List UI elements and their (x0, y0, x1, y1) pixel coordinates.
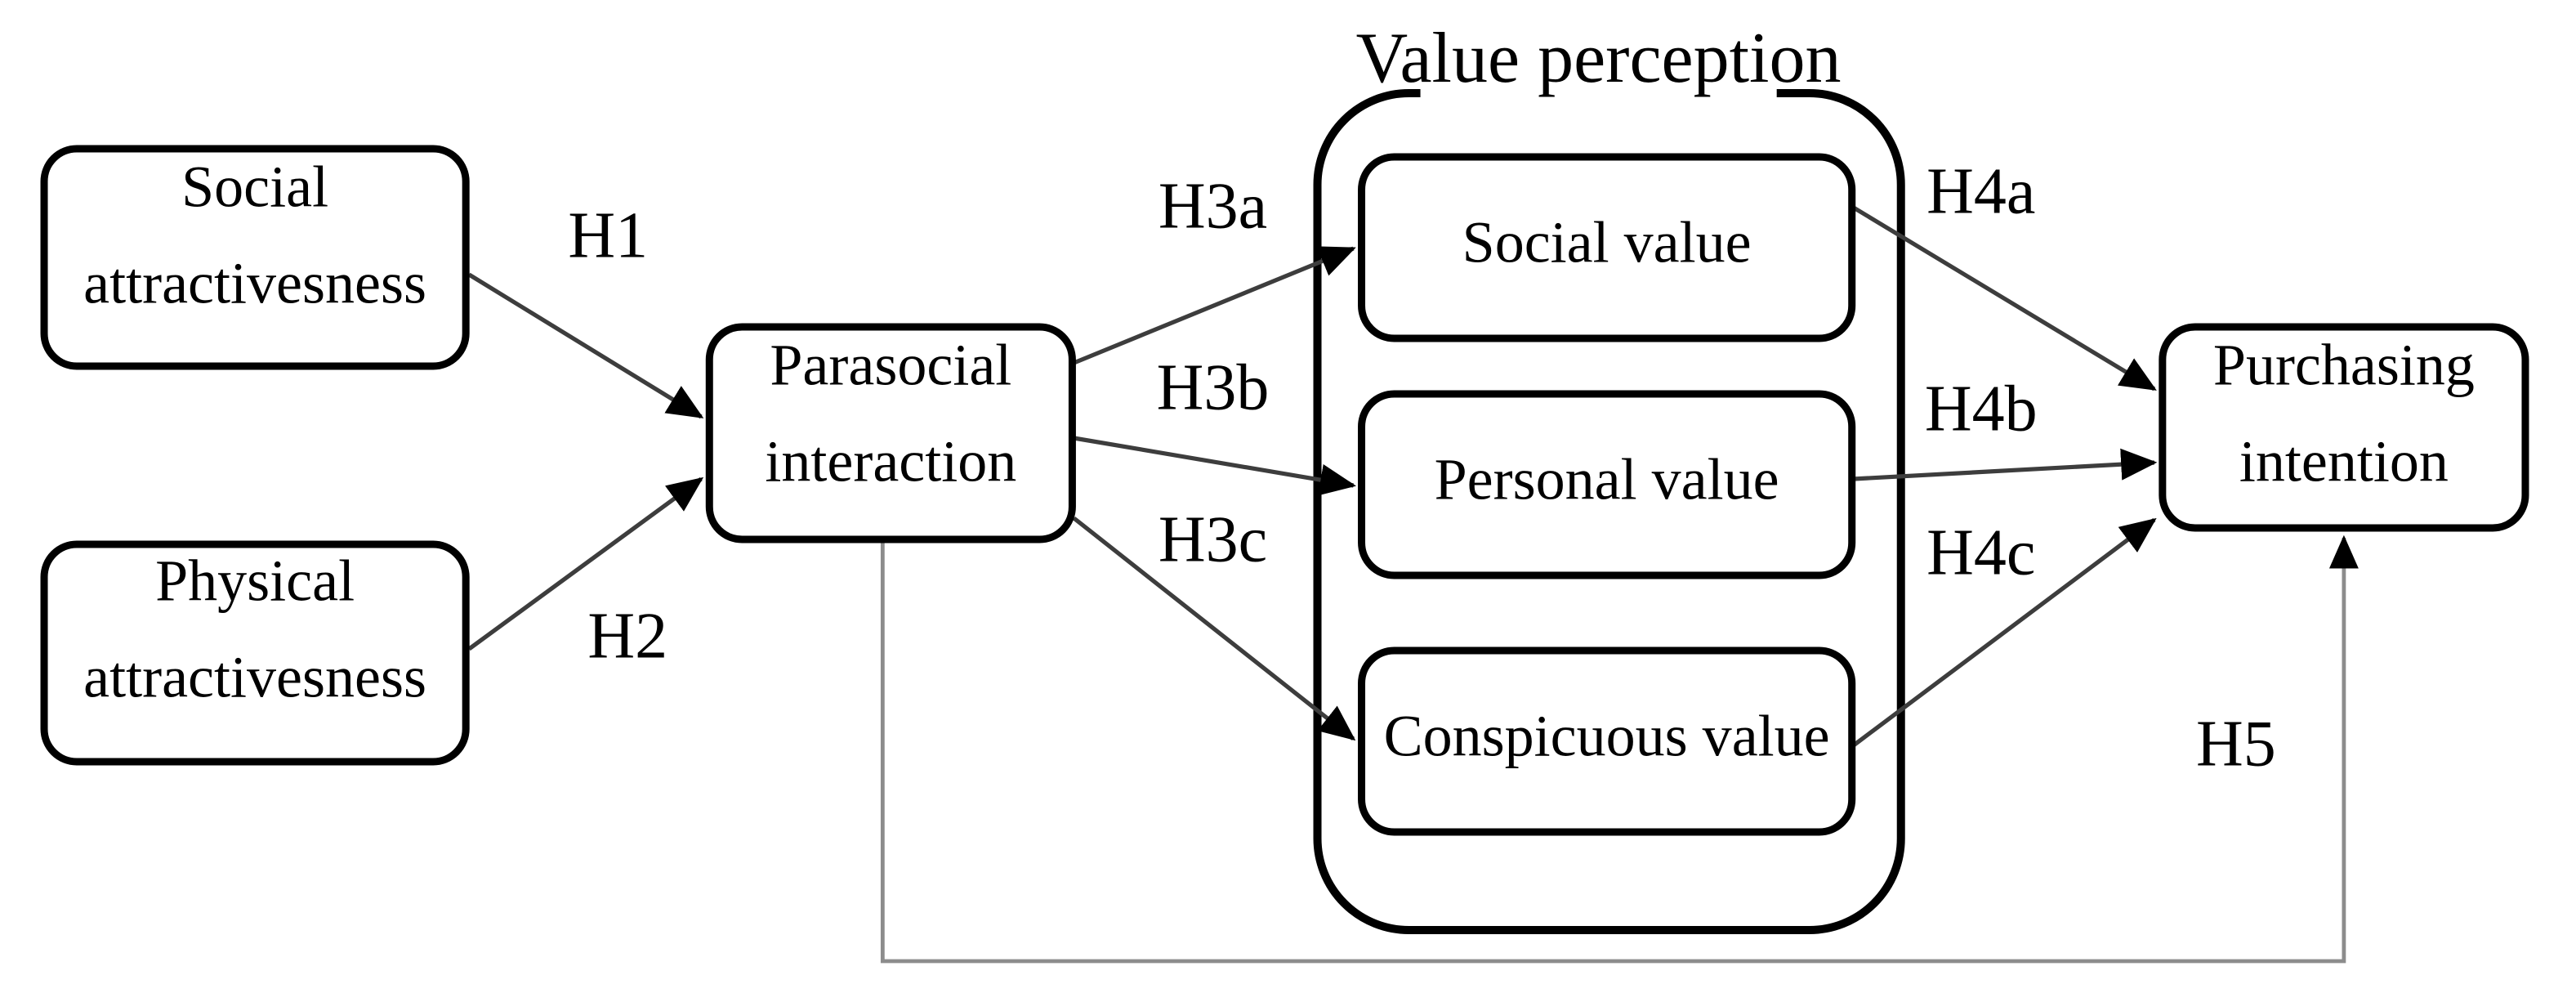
hypothesis-label-h1: H1 (568, 199, 648, 271)
node-purchasing-intention[interactable]: Purchasing intention (2159, 323, 2529, 532)
hypothesis-label-h3a: H3a (1159, 170, 1267, 242)
node-conspicuous-value-label: Conspicuous value (1384, 704, 1830, 769)
edge-h4a (1852, 205, 2157, 391)
hypothesis-label-h4a: H4a (1926, 155, 2035, 227)
node-parasocial-interaction-line1: Parasocial (770, 333, 1011, 398)
edges-layer (467, 205, 2359, 964)
node-social-attractiveness-line2: attractivesness (83, 251, 426, 316)
node-purchasing-intention-line2: intention (2239, 429, 2449, 494)
node-parasocial-interaction-box (705, 323, 1076, 543)
hypothesis-label-h5: H5 (2196, 708, 2276, 780)
hypothesis-label-h3c: H3c (1159, 503, 1267, 575)
edge-h3a (1073, 246, 1356, 365)
node-social-value-label: Social value (1462, 210, 1752, 275)
edge-h2 (467, 476, 704, 651)
node-parasocial-interaction-line2: interaction (765, 429, 1016, 494)
node-physical-attractiveness-box (40, 540, 470, 766)
edge-h4b (1853, 448, 2158, 481)
value-perception-title: Value perception (1356, 19, 1842, 98)
edge-h3b (1073, 436, 1357, 496)
nodes-layer: Social attractivesness Physical attracti… (40, 145, 2529, 836)
node-social-attractiveness-box (40, 145, 470, 370)
node-conspicuous-value[interactable]: Conspicuous value (1358, 646, 1856, 836)
node-social-value[interactable]: Social value (1358, 153, 1856, 342)
edge-h5 (880, 535, 2359, 964)
node-social-value-box (1358, 153, 1856, 342)
node-personal-value[interactable]: Personal value (1358, 390, 1856, 579)
hypothesis-label-h3b: H3b (1157, 351, 1270, 423)
node-personal-value-label: Personal value (1435, 447, 1779, 512)
hypothesis-label-h4b: H4b (1925, 373, 2038, 445)
node-physical-attractiveness[interactable]: Physical attractivesness (40, 540, 470, 766)
node-physical-attractiveness-line2: attractivesness (83, 645, 426, 710)
hypothesis-label-h4c: H4c (1926, 517, 2035, 588)
node-conspicuous-value-box (1358, 646, 1856, 836)
edge-h3c (1072, 516, 1356, 741)
node-purchasing-intention-line1: Purchasing (2213, 333, 2475, 398)
edge-h4c (1852, 517, 2157, 748)
hypothesis-labels-layer: H1 H2 H3a H3b H3c H4a H4b H4c H5 (568, 155, 2275, 780)
node-social-attractiveness[interactable]: Social attractivesness (40, 145, 470, 370)
node-personal-value-box (1358, 390, 1856, 579)
hypothesis-label-h2: H2 (587, 600, 667, 672)
node-physical-attractiveness-line1: Physical (155, 548, 355, 614)
edge-h1 (467, 272, 704, 419)
node-purchasing-intention-box (2159, 323, 2529, 532)
node-social-attractiveness-line1: Social (181, 154, 328, 220)
node-parasocial-interaction[interactable]: Parasocial interaction (705, 323, 1076, 543)
